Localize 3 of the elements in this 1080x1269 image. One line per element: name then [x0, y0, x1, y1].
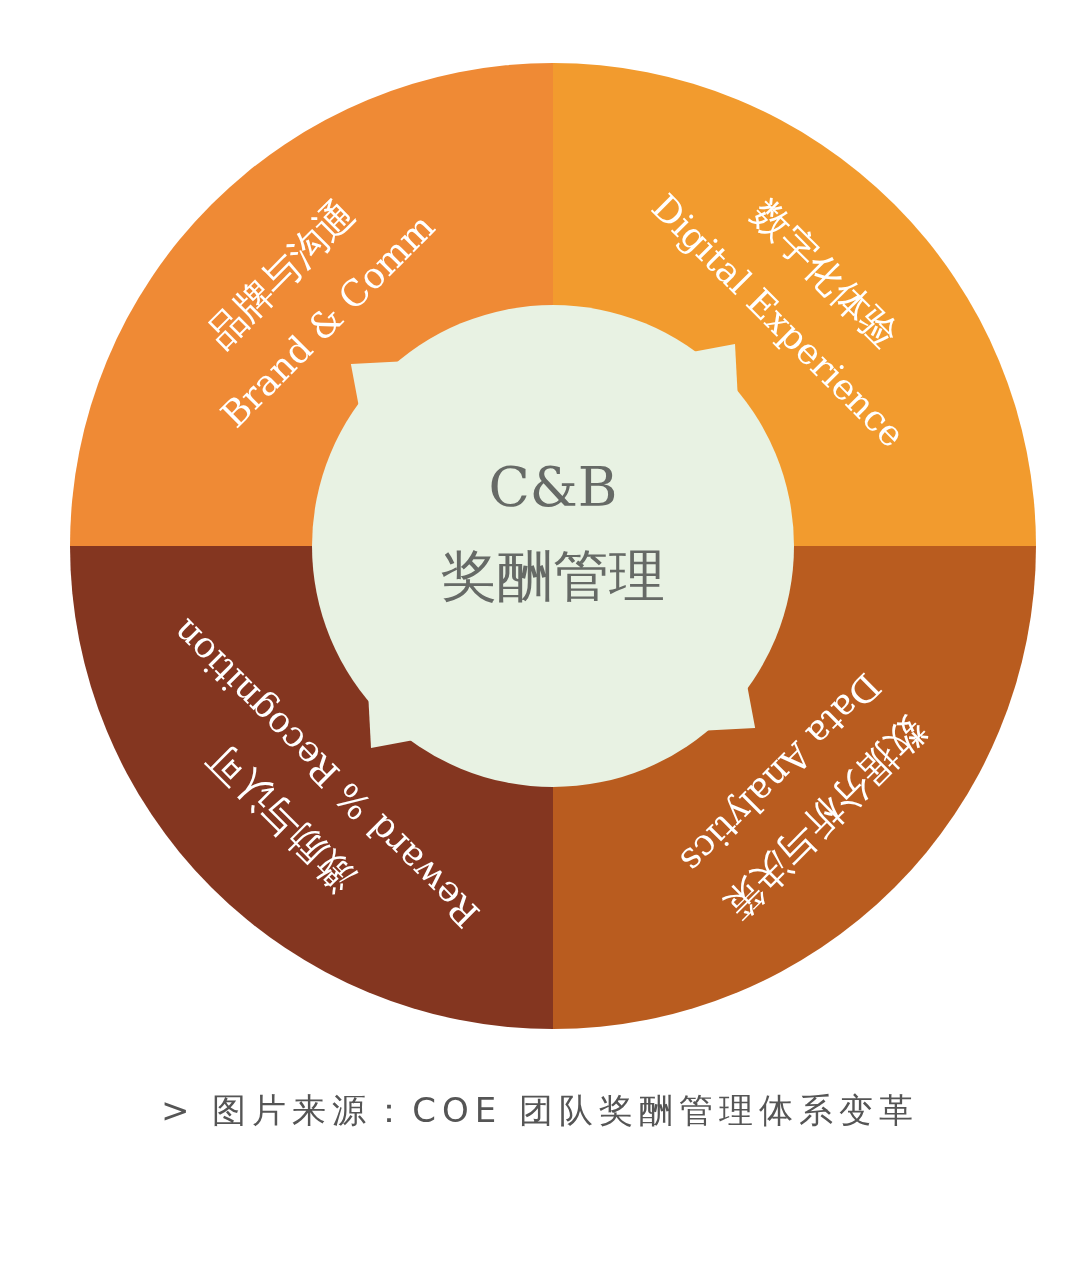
- center-subtitle: 奖酬管理: [441, 548, 665, 604]
- caption: > 图片来源：COE 团队奖酬管理体系变革: [159, 1089, 921, 1132]
- center-title: C&B: [488, 461, 618, 515]
